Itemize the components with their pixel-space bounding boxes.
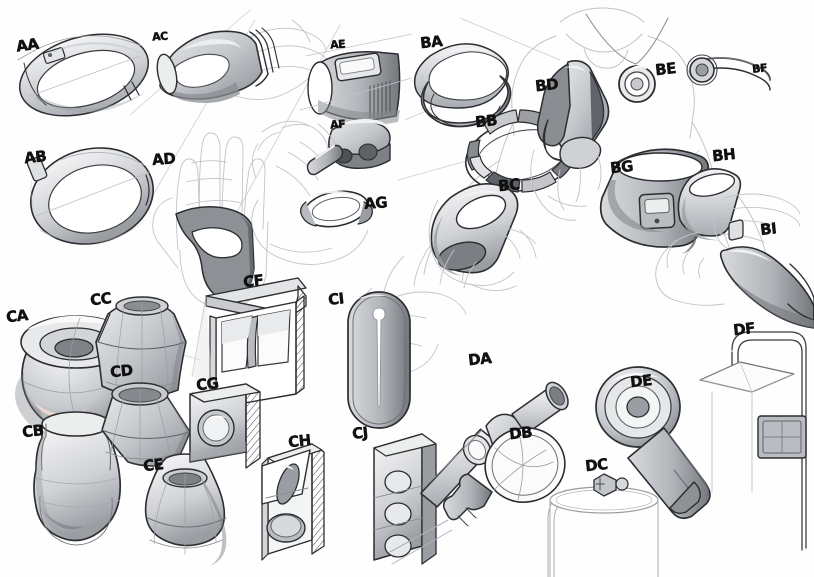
sketch-label-ci: CI [327,289,345,309]
sketch-label-aa: AA [14,34,40,56]
sketch-label-cj: CJ [351,423,369,443]
sketch-label-de: DE [629,370,653,392]
sketch-label-ba: BA [419,31,443,53]
sketch-label-cd: CD [109,360,134,382]
sketch-label-bg: BG [609,156,634,178]
sketch-label-cc: CC [89,288,112,310]
sketch-label-bf: BF [751,61,768,76]
sketch-label-ad: AD [151,149,176,169]
sketch-label-df: DF [732,318,756,340]
sketch-label-bh: BH [711,144,736,166]
sketch-label-ce: CE [142,454,165,476]
sketch-label-ca: CA [5,305,29,327]
sketch-label-ch: CH [287,430,312,452]
sketch-label-da: DA [467,348,492,370]
sketch-label-bb: BB [474,110,498,132]
sketch-label-cf: CF [242,270,265,292]
sketch-label-db: DB [508,422,533,444]
sketch-label-bi: BI [759,219,777,239]
sketch-label-af: AF [329,117,346,132]
sketch-label-cb: CB [21,420,45,442]
sketch-label-dc: DC [584,454,609,476]
sketch-label-ae: AE [329,37,346,52]
sketch-label-bd: BD [534,74,559,96]
sketch-label-ab: AB [23,146,47,168]
sketch-label-be: BE [654,58,677,80]
sketch-label-ag: AG [363,193,388,213]
sketch-label-ac: AC [151,29,169,44]
sketch-label-cg: CG [195,373,220,395]
sketch-label-bc: BC [497,174,521,196]
